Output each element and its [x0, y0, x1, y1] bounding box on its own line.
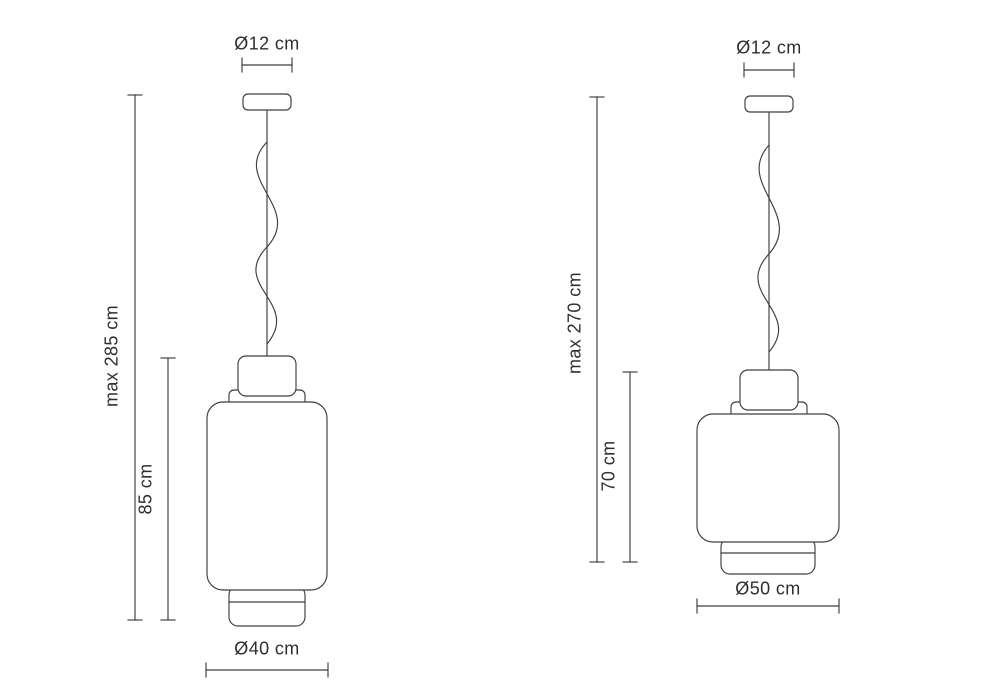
right-lamp-drawing — [696, 95, 840, 575]
right-max-height-label: max 270 cm — [564, 271, 585, 375]
left-cable-coil — [255, 141, 279, 345]
left-body-diameter-label: Ø40 cm — [234, 638, 300, 659]
right-fixture-height-dimension — [622, 371, 638, 563]
right-bottom-cylinder — [720, 537, 816, 575]
right-cap — [739, 369, 799, 411]
left-fixture-height-dimension — [160, 357, 176, 621]
left-max-height-label: max 285 cm — [101, 304, 122, 408]
left-fixture-height-label: 85 cm — [135, 463, 156, 515]
right-body-diameter-dimension — [696, 598, 840, 614]
right-max-height-dimension — [589, 96, 605, 563]
left-lamp-body — [206, 401, 328, 591]
right-cable-coil — [757, 144, 780, 353]
left-body-diameter-dimension — [205, 662, 329, 678]
left-max-height-dimension — [127, 94, 143, 621]
right-top-diameter-label: Ø12 cm — [736, 37, 802, 58]
left-ceiling-canopy — [242, 93, 292, 111]
left-top-diameter-dimension — [241, 57, 293, 73]
right-top-diameter-dimension — [743, 62, 795, 78]
right-body-diameter-label: Ø50 cm — [735, 578, 801, 599]
left-lamp-drawing — [206, 93, 328, 627]
right-ceiling-canopy — [744, 95, 794, 113]
left-bottom-cylinder — [228, 585, 306, 627]
right-lamp-body — [696, 413, 840, 543]
right-fixture-height-label: 70 cm — [598, 440, 619, 492]
left-cap — [237, 355, 297, 397]
left-top-diameter-label: Ø12 cm — [234, 33, 300, 54]
